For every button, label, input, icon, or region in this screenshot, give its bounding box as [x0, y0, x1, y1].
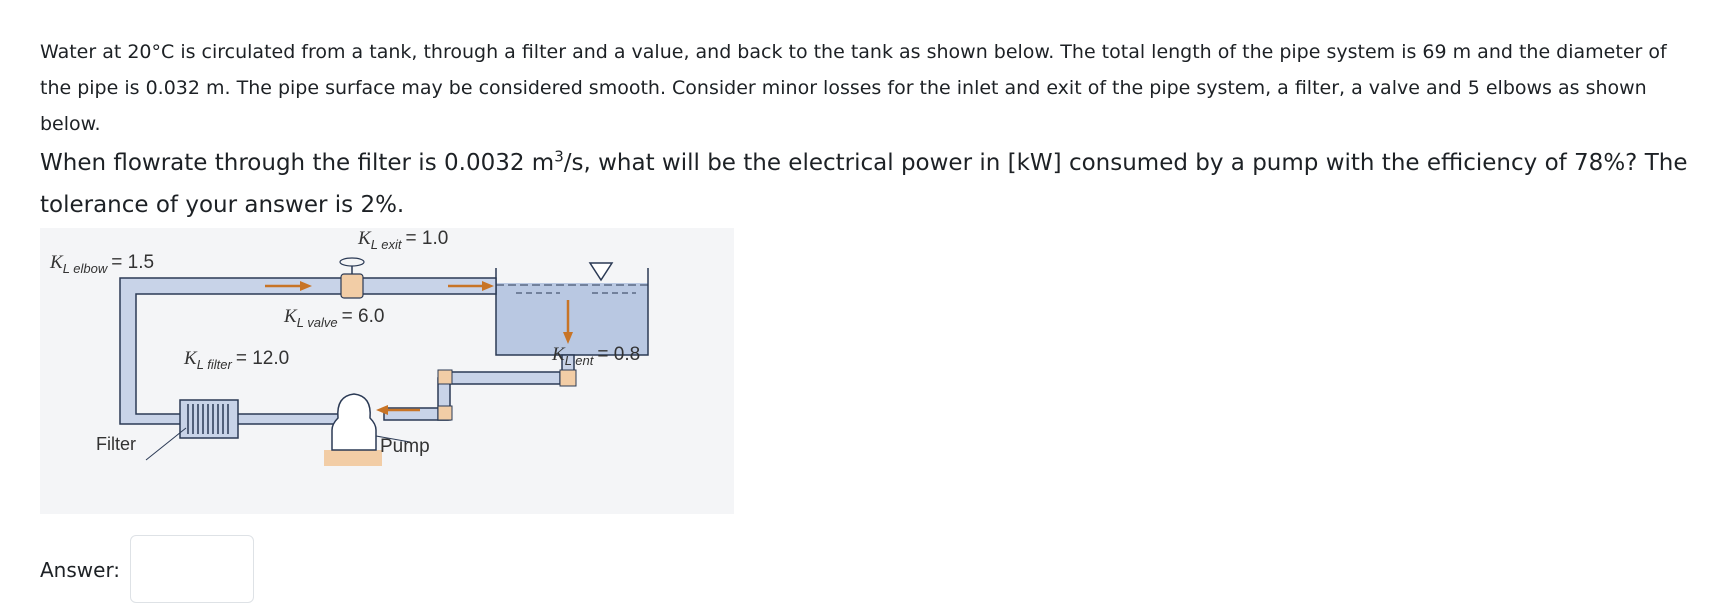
question-text-part-1: When flowrate through the filter is 0.00…: [40, 150, 555, 176]
valve-icon: [339, 257, 365, 299]
water-level-icon: [588, 262, 614, 282]
k-ent-label: KL ent= 0.8: [551, 344, 640, 368]
filter-icon: [179, 399, 239, 439]
figure-background: [40, 228, 734, 514]
question-text-paragraph-1: Water at 20°C is circulated from a tank,…: [40, 41, 1667, 135]
k-valve-label: KL valve= 6.0: [283, 306, 384, 330]
question-text-part-2: /s, what will be the electrical power in…: [40, 150, 1688, 218]
elbow-fittings: [437, 369, 577, 421]
k-elbow-label: KL elbow= 1.5: [49, 252, 154, 276]
pump-leader-line: [375, 435, 411, 443]
filter-leader-line: [145, 427, 187, 461]
question-text-paragraph-2: When flowrate through the filter is 0.00…: [40, 142, 1710, 226]
answer-input[interactable]: [130, 535, 254, 603]
pump-label: Pump: [380, 436, 430, 457]
pipe-system-figure: KL exit= 1.0 KL elbow= 1.5 KL valve= 6.0…: [40, 228, 734, 514]
superscript-3: 3: [554, 147, 564, 166]
k-filter-label: KL filter= 12.0: [183, 348, 289, 372]
k-exit-label: KL exit= 1.0: [357, 228, 448, 252]
answer-label: Answer:: [40, 558, 121, 582]
flow-arrows: [265, 281, 573, 415]
filter-label: Filter: [96, 434, 136, 454]
pump-icon: [324, 393, 382, 466]
